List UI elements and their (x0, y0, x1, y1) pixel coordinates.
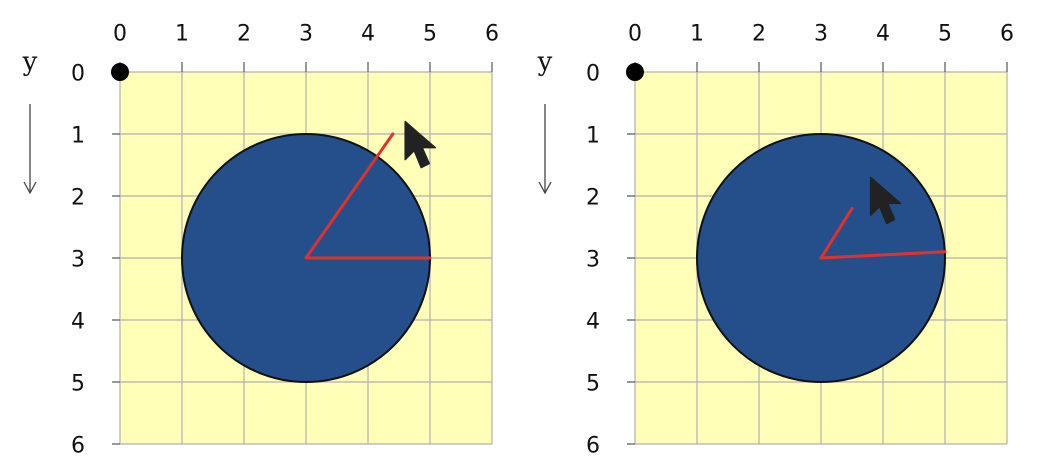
y-tick-label: 2 (71, 186, 85, 211)
x-tick-label: 4 (876, 22, 890, 47)
origin-dot (626, 63, 644, 81)
y-tick-label: 4 (71, 310, 85, 335)
x-tick-label: 6 (1000, 22, 1014, 47)
y-tick-label: 5 (586, 372, 600, 397)
panel-2: 0 1 2 3 4 5 6 0 1 2 3 4 5 6 y (537, 22, 1014, 459)
x-tick-label: 0 (113, 22, 127, 47)
y-tick-label: 3 (71, 248, 85, 273)
mouse-pointer-icon (869, 176, 902, 225)
y-tick-label: 5 (71, 372, 85, 397)
red-ray-horizontal (819, 250, 947, 260)
y-tick-label: 3 (586, 248, 600, 273)
x-tick-label: 2 (237, 22, 251, 47)
red-ray-to-cursor (304, 132, 395, 260)
y-tick-label: 6 (586, 434, 600, 459)
y-tick-label: 1 (71, 124, 85, 149)
red-ray-to-cursor (819, 206, 854, 260)
y-tick-label: 0 (71, 62, 85, 87)
origin-dot (111, 63, 129, 81)
y-tick-label: 2 (586, 186, 600, 211)
y-tick-label: 6 (71, 434, 85, 459)
arrow-down-icon (23, 104, 37, 195)
y-tick-label: 4 (586, 310, 600, 335)
mouse-pointer-icon (404, 120, 436, 169)
y-tick-label: 1 (586, 124, 600, 149)
x-tick-label: 3 (299, 22, 313, 47)
panel-1: 0 1 2 3 4 5 6 0 1 2 3 4 5 6 y (22, 22, 499, 459)
x-tick-label: 1 (175, 22, 189, 47)
x-tick-label: 1 (690, 22, 704, 47)
x-tick-label: 6 (485, 22, 499, 47)
y-axis-label: y (537, 47, 553, 77)
y-axis-label: y (22, 47, 38, 77)
arrow-down-icon (538, 104, 552, 195)
x-tick-label: 5 (938, 22, 952, 47)
x-tick-label: 4 (361, 22, 375, 47)
x-tick-label: 0 (628, 22, 642, 47)
x-tick-label: 3 (814, 22, 828, 47)
x-tick-label: 2 (752, 22, 766, 47)
y-tick-label: 0 (586, 62, 600, 87)
arrow-head (23, 181, 37, 195)
arrow-head (538, 181, 552, 195)
x-tick-label: 5 (423, 22, 437, 47)
